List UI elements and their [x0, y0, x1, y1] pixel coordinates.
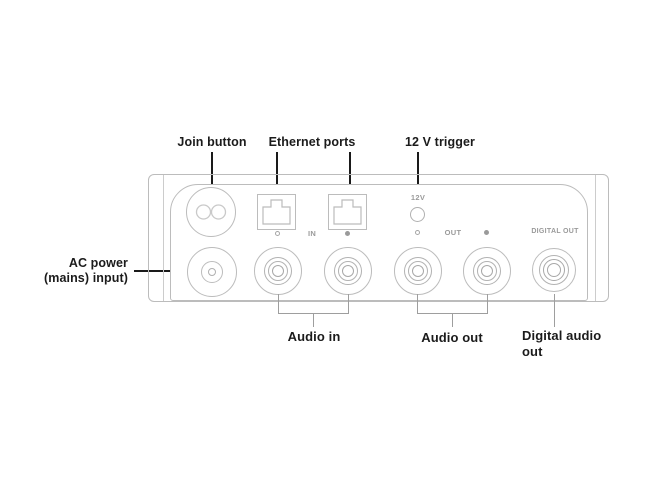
right-endcap-seam: [595, 175, 596, 301]
trigger-port-label: 12V: [410, 193, 426, 202]
join-button-label: Join button: [177, 135, 247, 149]
device-body-outline: [148, 174, 609, 302]
audio-in-bracket: [348, 294, 349, 313]
ethernet-port-2: [328, 194, 367, 230]
join-leader-line: [211, 152, 213, 190]
rj45-port-icon: [333, 199, 362, 225]
ac-power-leader-line: [134, 270, 187, 272]
ethernet1-leader-line: [276, 152, 278, 192]
audio-in-bracket-stem: [313, 313, 314, 327]
ac-power-inlet: [187, 247, 237, 297]
audio-in-port-label: IN: [307, 229, 317, 238]
ethernet-ports-label: Ethernet ports: [268, 135, 356, 149]
audio-out-port-label: OUT: [444, 228, 462, 237]
digital-audio-out-label-line2: out: [522, 344, 543, 359]
digital-out-leader-line: [554, 294, 555, 327]
trigger-12v-label: 12 V trigger: [405, 135, 475, 149]
audio-out-label: Audio out: [421, 330, 483, 345]
audio-out-bracket: [417, 294, 418, 313]
ac-power-label: AC power (mains) input): [28, 256, 128, 286]
audio-in-label: Audio in: [287, 329, 341, 344]
ac-power-inlet-pin: [208, 268, 216, 276]
digital-out-port-label: DIGITAL OUT: [531, 228, 579, 235]
ethernet-port-1: [257, 194, 296, 230]
trigger-leader-line: [417, 152, 419, 190]
rj45-port-icon: [262, 199, 291, 225]
open-circle-marker: [415, 230, 420, 235]
audio-in-bracket: [278, 294, 279, 313]
filled-circle-marker: [484, 230, 489, 235]
ethernet2-leader-line: [349, 152, 351, 192]
digital-audio-out-label-line1: Digital audio: [522, 328, 602, 343]
ac-power-inlet-ring: [201, 261, 223, 283]
left-endcap-seam: [163, 175, 164, 301]
ac-power-label-line1: AC power: [68, 256, 128, 270]
rear-face-panel: [170, 184, 588, 301]
digital-audio-out-label: Digital audio out: [522, 328, 622, 360]
filled-circle-marker: [345, 231, 350, 236]
trigger-12v-jack: [410, 207, 425, 222]
ac-power-label-line2: (mains) input): [43, 271, 128, 285]
open-circle-marker: [275, 231, 280, 236]
audio-out-bracket-stem: [452, 313, 453, 327]
interlocking-circles-icon: [195, 204, 227, 220]
audio-out-bracket: [487, 294, 488, 313]
join-button: [186, 187, 236, 237]
